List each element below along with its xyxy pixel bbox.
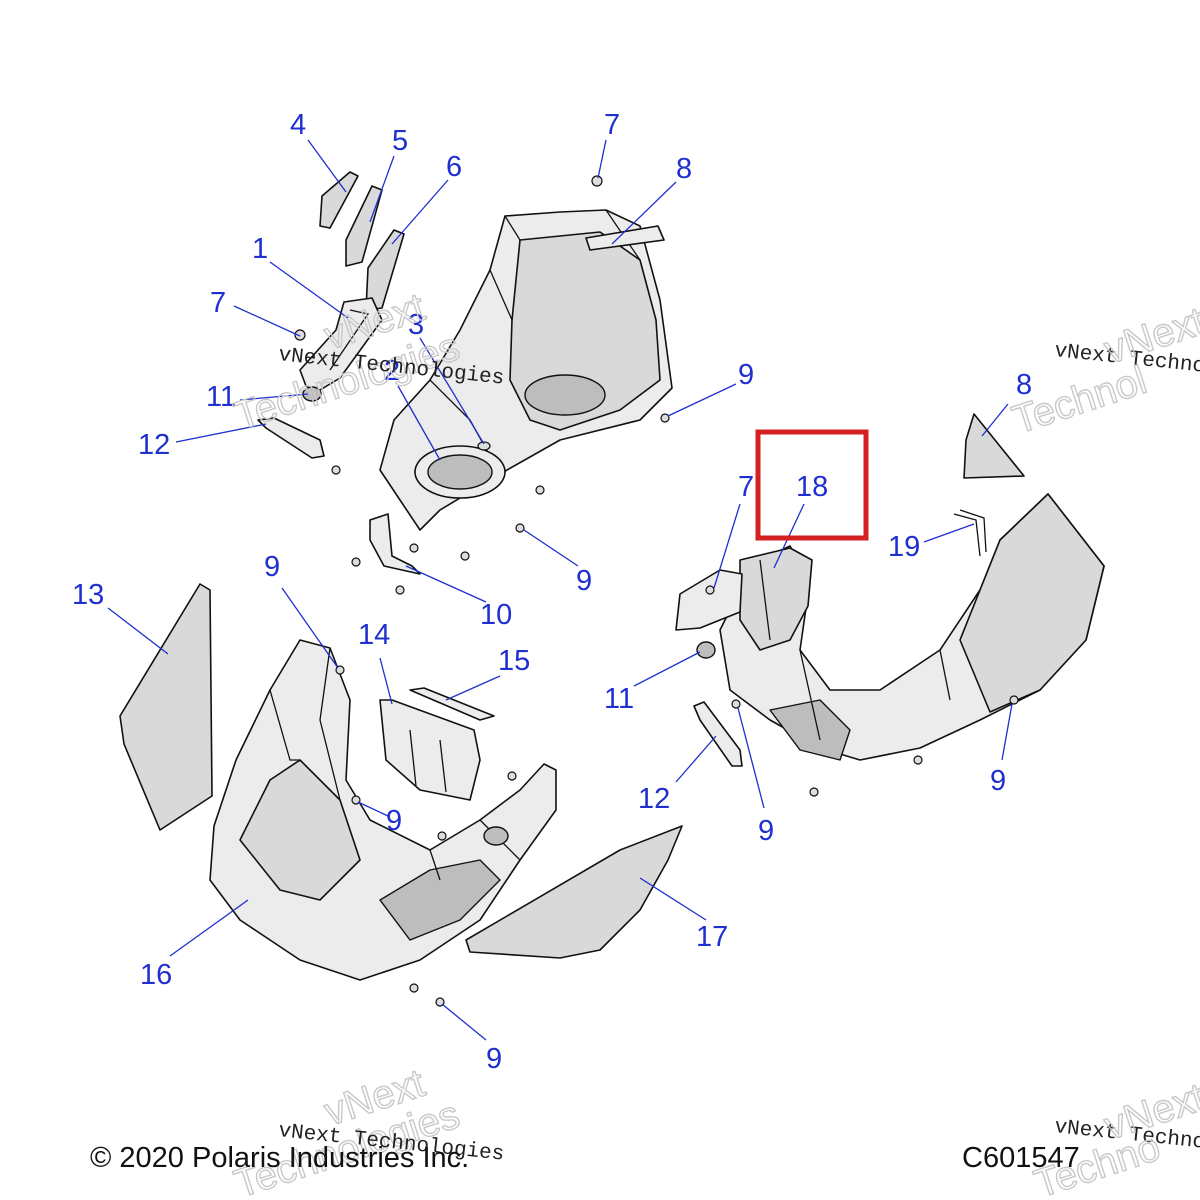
part-9-fastener	[913, 755, 923, 765]
callout-13[interactable]: 13	[72, 579, 104, 611]
part-9-fastener	[351, 557, 361, 567]
leader-lines	[107, 139, 1013, 1041]
part-12-handle	[257, 417, 325, 459]
part-9-fastener	[395, 585, 405, 595]
callout-9-far-right[interactable]: 9	[990, 765, 1006, 797]
callout-5[interactable]: 5	[392, 125, 408, 157]
part-7-clip	[591, 175, 603, 187]
lower-left-assembly	[119, 583, 683, 1007]
part-18-duct	[739, 547, 813, 651]
callout-8-right[interactable]: 8	[1016, 369, 1032, 401]
right-housing-face	[959, 493, 1105, 713]
part-9-fastener	[437, 831, 447, 841]
callout-12-left[interactable]: 12	[138, 429, 170, 461]
callout-9-upper-right[interactable]: 9	[738, 359, 754, 391]
part-9-fastener	[331, 465, 341, 475]
callout-4[interactable]: 4	[290, 109, 306, 141]
callout-11-left[interactable]: 11	[206, 381, 236, 413]
callout-9-right-bottom[interactable]: 9	[758, 815, 774, 847]
callout-1[interactable]: 1	[252, 233, 268, 265]
callout-9-upper-center[interactable]: 9	[576, 565, 592, 597]
part-9-fastener	[660, 413, 670, 423]
part-9-fastener	[507, 771, 517, 781]
part-16-inner	[239, 759, 361, 901]
part-16-hole	[483, 826, 509, 846]
part-9-fastener	[1009, 695, 1019, 705]
watermarks: vNext Technologies vNext Technologies Te…	[228, 284, 1200, 1200]
dash-oval-recess	[524, 374, 606, 416]
callout-8-top[interactable]: 8	[676, 153, 692, 185]
part-7-clip-left	[294, 329, 306, 341]
part-9-fastener	[731, 699, 741, 709]
part-3-fastener	[477, 441, 491, 451]
callout-3[interactable]: 3	[408, 309, 424, 341]
part-9-fastener	[460, 551, 470, 561]
part-9-fastener	[809, 787, 819, 797]
drawing-number: C601547	[962, 1142, 1080, 1174]
part-4-pad	[319, 171, 359, 229]
callout-19[interactable]: 19	[888, 531, 920, 563]
callout-2[interactable]: 2	[384, 355, 400, 387]
callout-18[interactable]: 18	[796, 471, 828, 503]
callout-17[interactable]: 17	[696, 921, 728, 953]
callout-15[interactable]: 15	[498, 645, 530, 677]
part-14-bracket	[379, 699, 481, 801]
callout-14[interactable]: 14	[358, 619, 390, 651]
callout-6[interactable]: 6	[446, 151, 462, 183]
part-15-label	[409, 687, 495, 721]
callout-7-top[interactable]: 7	[604, 109, 620, 141]
right-assembly	[675, 413, 1105, 797]
callout-11-right[interactable]: 11	[604, 683, 634, 715]
part-9-fastener	[409, 983, 419, 993]
callout-16[interactable]: 16	[140, 959, 172, 991]
callout-9-left[interactable]: 9	[264, 551, 280, 583]
part-19-rod	[953, 509, 987, 557]
part-17-panel	[465, 825, 683, 959]
part-5-pad	[345, 185, 383, 267]
callout-10[interactable]: 10	[480, 599, 512, 631]
part-16-cavity	[379, 859, 501, 941]
part-12-handle-right	[693, 701, 743, 767]
callout-12-right[interactable]: 12	[638, 783, 670, 815]
part-8-pad-right	[963, 413, 1025, 479]
part-2-ring-inner	[427, 454, 493, 490]
callout-7-right[interactable]: 7	[738, 471, 754, 503]
part-11-bumper-right	[696, 641, 716, 659]
part-7-clip-right	[705, 585, 715, 595]
part-9-fastener	[409, 543, 419, 553]
callout-numbers: 4 5 6 1 7 3 2 7 8 9 11 12 9 10 13 9 14 1…	[72, 109, 1032, 1075]
part-9-fastener	[535, 485, 545, 495]
upper-left-assembly	[257, 171, 673, 595]
callout-7-left[interactable]: 7	[210, 287, 226, 319]
callout-9-bottom[interactable]: 9	[486, 1043, 502, 1075]
callout-9-mid[interactable]: 9	[386, 805, 402, 837]
highlight-box-callout-18	[755, 429, 869, 541]
part-13-panel	[119, 583, 213, 831]
part-8-strip	[585, 225, 665, 251]
part-9-fastener	[515, 523, 525, 533]
copyright-notice: © 2020 Polaris Industries Inc.	[90, 1142, 470, 1174]
